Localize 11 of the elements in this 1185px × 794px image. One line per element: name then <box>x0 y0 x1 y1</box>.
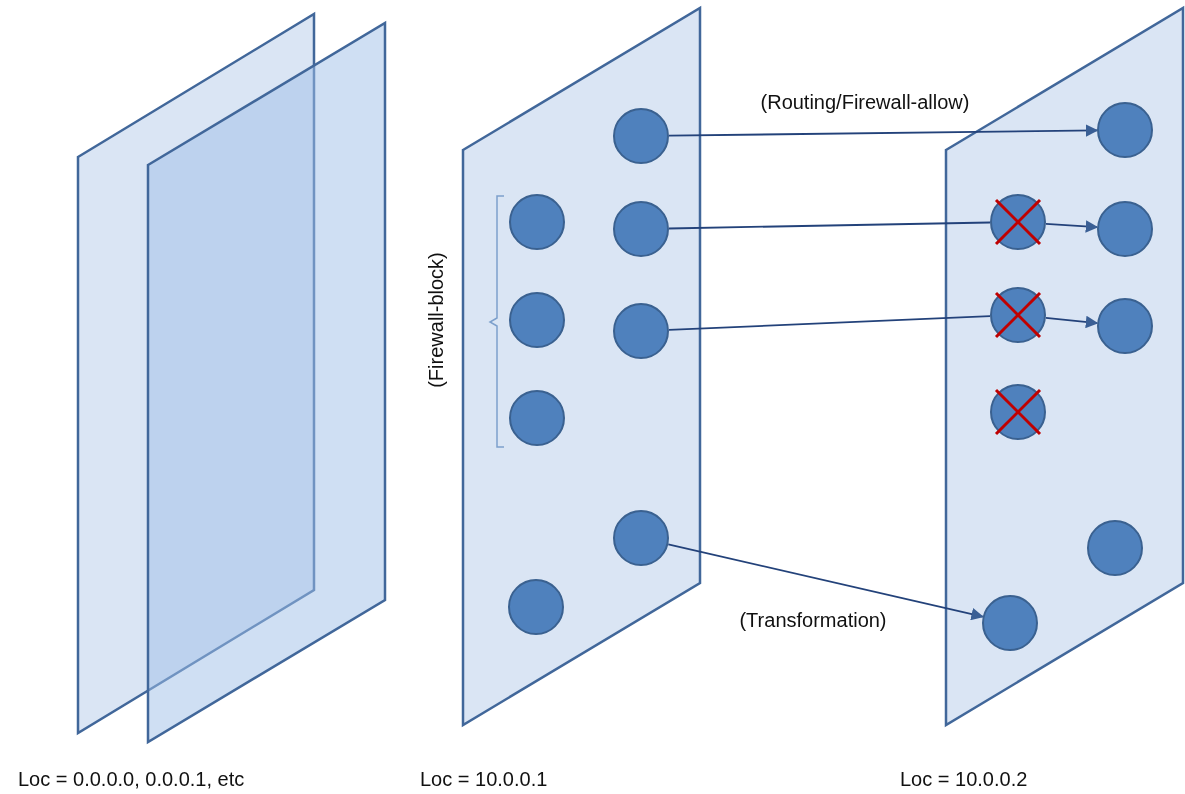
arrow <box>1045 220 1099 233</box>
plane-caption: Loc = 10.0.0.2 <box>900 768 1028 791</box>
arrow <box>1044 315 1099 329</box>
plane <box>463 8 700 725</box>
plane <box>148 23 385 742</box>
plane-caption: Loc = 10.0.0.1 <box>420 768 548 791</box>
arrow <box>667 543 984 621</box>
bracket-label: (Firewall-block) <box>424 252 448 388</box>
arrow <box>668 124 1099 137</box>
plane <box>78 14 314 733</box>
plane-caption: Loc = 0.0.0.0, 0.0.0.1, etc <box>18 768 245 791</box>
